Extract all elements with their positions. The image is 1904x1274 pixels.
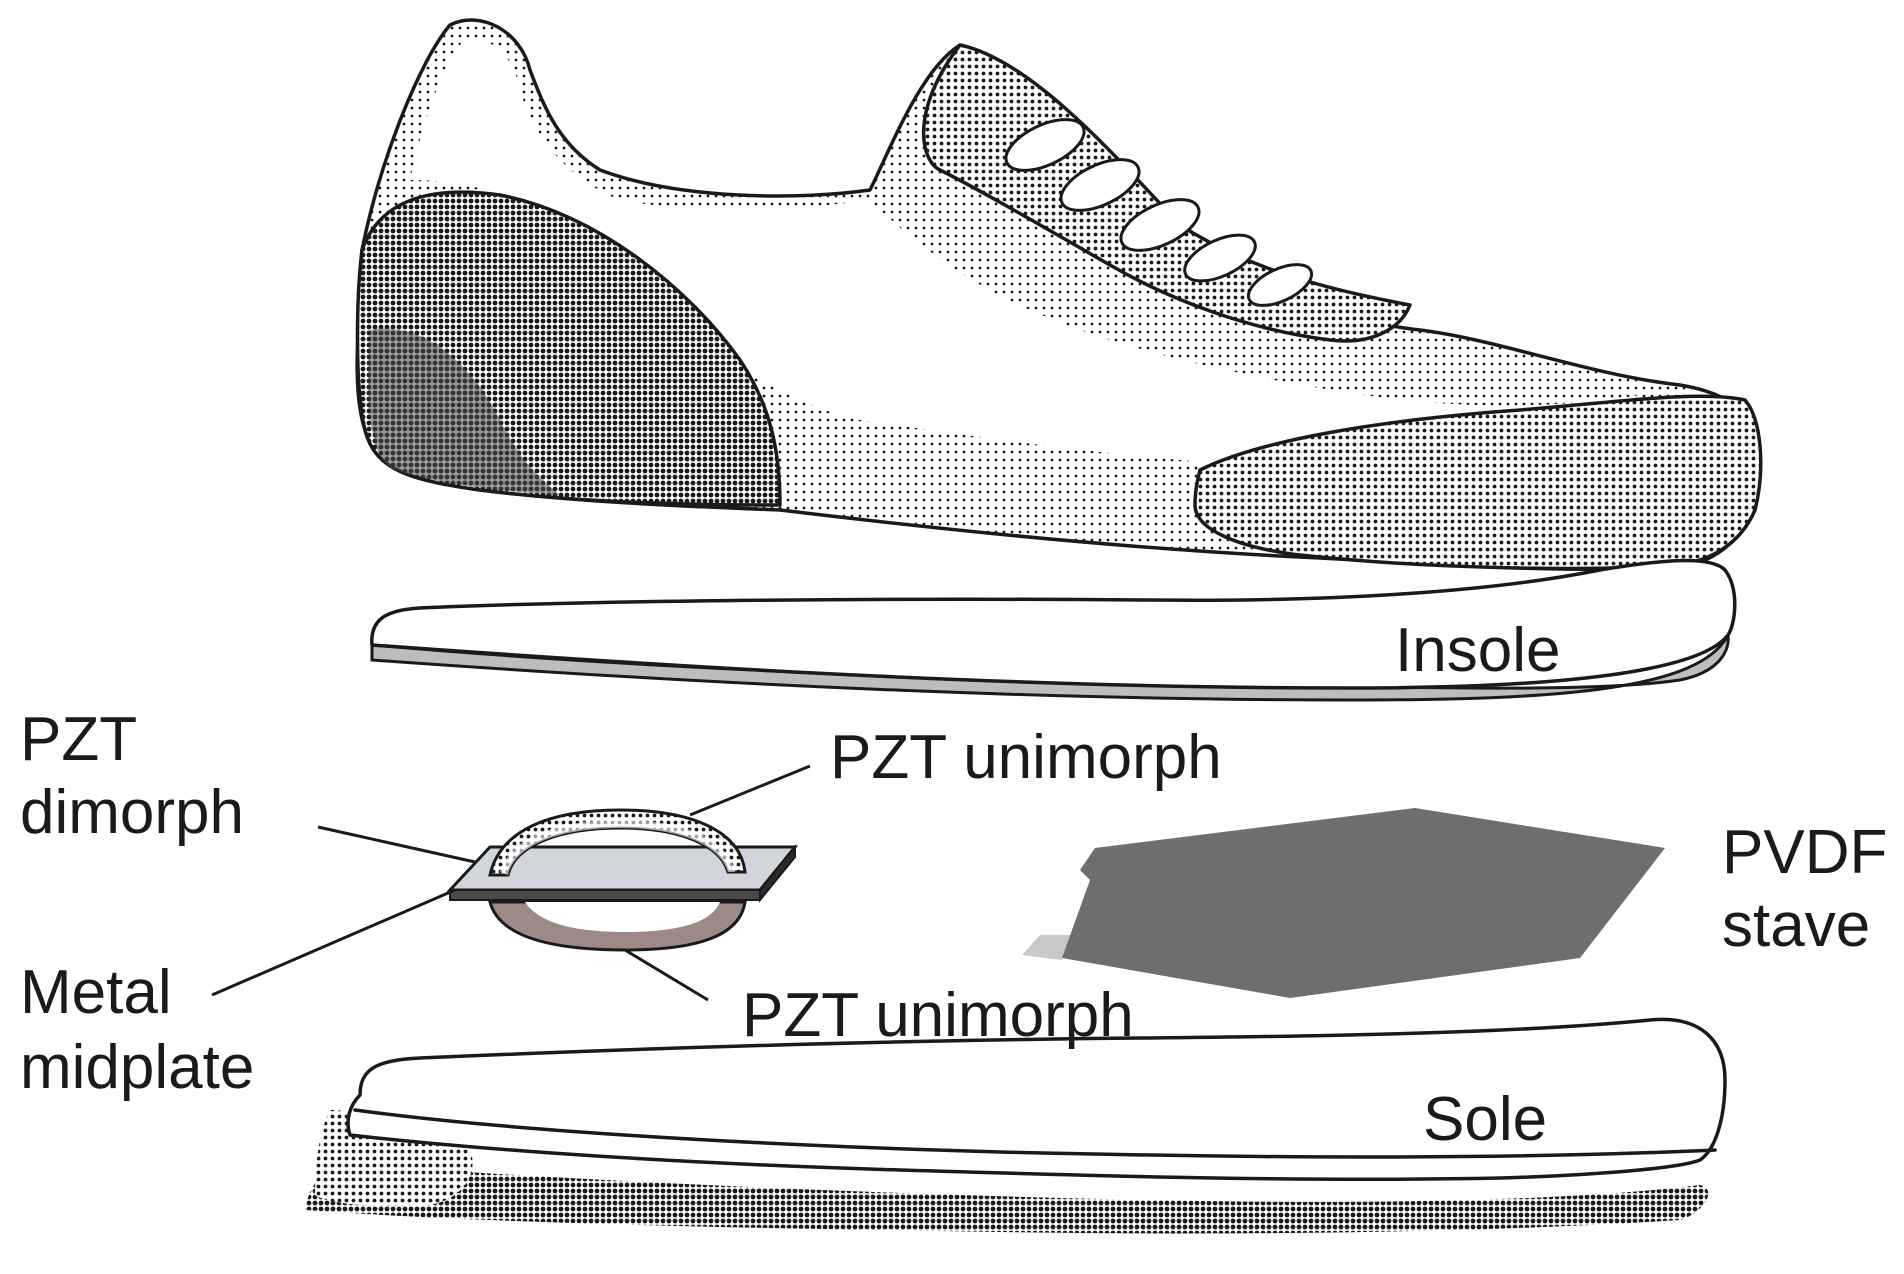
pvdf-stave-tab	[1022, 935, 1070, 960]
pzt-unimorph-lower-inner	[525, 902, 720, 932]
metal-midplate-side	[449, 889, 761, 901]
lace-loop-1	[1004, 118, 1086, 172]
lace-loop-4	[1183, 233, 1257, 283]
leader-pzt-dimorph	[317, 825, 476, 864]
shoe-laces	[1004, 118, 1314, 307]
shoe-upper	[355, 18, 1763, 571]
shoe-heel-shade	[368, 328, 560, 495]
sole: Sole	[305, 1017, 1727, 1234]
label-pzt-unimorph-bottom: PZT unimorph	[742, 981, 1134, 1050]
lace-loop-3	[1119, 198, 1201, 252]
sole-tread	[305, 1164, 1709, 1234]
label-pzt-unimorph-top: PZT unimorph	[830, 723, 1222, 792]
metal-midplate-end	[759, 844, 796, 903]
pzt-unimorph-upper	[488, 808, 747, 877]
leader-pzt-unimorph-top	[689, 764, 811, 817]
lace-loop-5	[1246, 263, 1314, 307]
sole-top-edge	[353, 1108, 1717, 1159]
leader-lines	[211, 764, 811, 1002]
pvdf-stave	[1022, 808, 1665, 998]
leader-pzt-unimorph-bottom	[624, 948, 709, 1002]
leader-metal-midplate	[211, 888, 456, 997]
label-pzt-dimorph-line1: PZT	[20, 705, 137, 774]
shoe-lace-panel	[921, 43, 1412, 343]
pzt-unimorph-upper-band	[500, 820, 735, 875]
insole-label: Insole	[1395, 616, 1560, 685]
lace-loop-2	[1059, 158, 1141, 212]
sole-label: Sole	[1423, 1085, 1547, 1154]
label-metal-midplate-line2: midplate	[20, 1033, 254, 1102]
shoe-toe-cap	[1193, 394, 1763, 571]
label-pzt-dimorph-line2: dimorph	[20, 778, 244, 847]
insole-body	[370, 558, 1737, 690]
label-pvdf-stave-line1: PVDF	[1722, 818, 1887, 887]
label-metal-midplate-line1: Metal	[20, 958, 172, 1027]
insole: Insole	[370, 558, 1737, 702]
callout-labels: PZT dimorph PZT unimorph Metal midplate …	[20, 705, 1887, 1102]
pzt-dimorph-assembly	[446, 808, 799, 952]
pvdf-stave-body	[1062, 808, 1665, 998]
label-pvdf-stave-line2: stave	[1722, 891, 1870, 960]
